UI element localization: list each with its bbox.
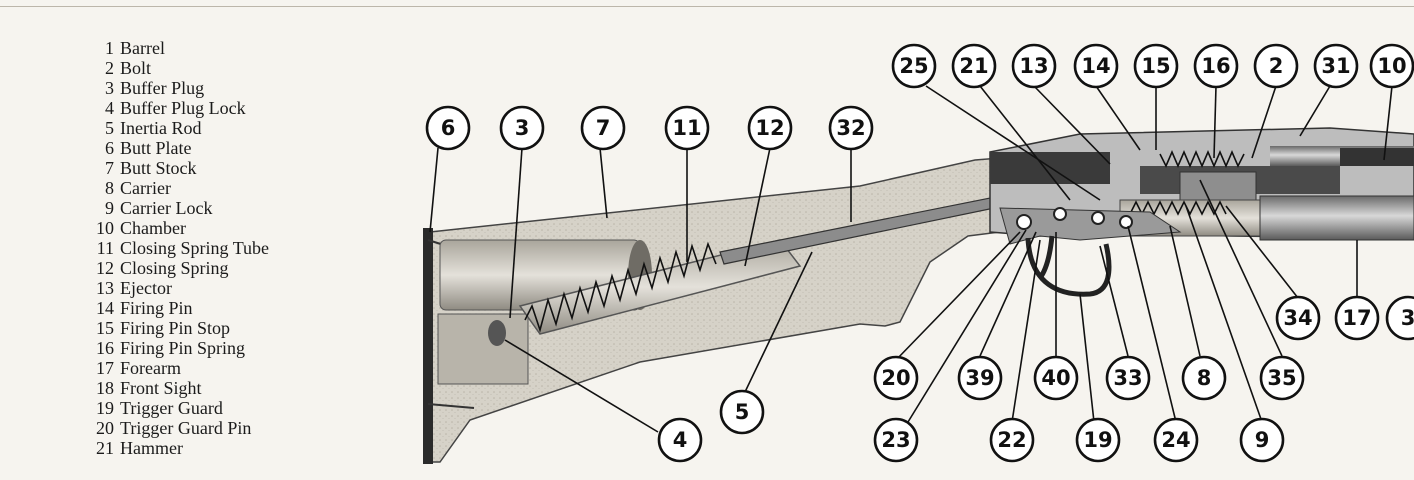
callout-8: 8 — [1181, 355, 1227, 401]
callout-14: 14 — [1073, 43, 1119, 89]
callout-7: 7 — [580, 105, 626, 151]
callout-22: 22 — [989, 417, 1035, 463]
svg-text:23: 23 — [881, 428, 910, 452]
callout-23: 23 — [873, 417, 919, 463]
svg-text:4: 4 — [673, 428, 688, 452]
svg-text:25: 25 — [899, 54, 928, 78]
svg-text:17: 17 — [1342, 306, 1371, 330]
callout-12: 12 — [747, 105, 793, 151]
callout-6: 6 — [425, 105, 471, 151]
forearm-magazine — [1119, 195, 1414, 241]
svg-text:15: 15 — [1141, 54, 1170, 78]
callout-35: 35 — [1259, 355, 1305, 401]
svg-text:13: 13 — [1019, 54, 1048, 78]
callout-21: 21 — [951, 43, 997, 89]
callout-24: 24 — [1153, 417, 1199, 463]
svg-text:33: 33 — [1113, 366, 1142, 390]
stock-lower-cavity — [437, 313, 529, 385]
svg-text:6: 6 — [441, 116, 456, 140]
svg-text:3: 3 — [515, 116, 530, 140]
svg-text:14: 14 — [1081, 54, 1110, 78]
svg-text:12: 12 — [755, 116, 784, 140]
svg-text:21: 21 — [959, 54, 988, 78]
callout-40: 40 — [1033, 355, 1079, 401]
callout-33: 33 — [1105, 355, 1151, 401]
firing-pin-spring — [1159, 149, 1245, 169]
callout-10: 10 — [1369, 43, 1414, 89]
top-border-rule — [0, 6, 1414, 7]
callout-31: 31 — [1313, 43, 1359, 89]
svg-text:20: 20 — [881, 366, 910, 390]
svg-text:22: 22 — [997, 428, 1026, 452]
svg-text:7: 7 — [596, 116, 611, 140]
callout-34: 34 — [1275, 295, 1321, 341]
svg-text:32: 32 — [836, 116, 865, 140]
svg-text:11: 11 — [672, 116, 701, 140]
callout-17: 17 — [1334, 295, 1380, 341]
callout-20: 20 — [873, 355, 919, 401]
callout-9: 9 — [1239, 417, 1285, 463]
callout-3-right: 3 — [1385, 295, 1414, 341]
svg-text:16: 16 — [1201, 54, 1230, 78]
svg-text:19: 19 — [1083, 428, 1112, 452]
svg-text:2: 2 — [1269, 54, 1284, 78]
callout-15: 15 — [1133, 43, 1179, 89]
closing-spring-tube — [518, 239, 802, 335]
callout-5: 5 — [719, 389, 765, 435]
callout-32: 32 — [828, 105, 874, 151]
svg-text:34: 34 — [1283, 306, 1312, 330]
svg-text:35: 35 — [1267, 366, 1296, 390]
callout-16: 16 — [1193, 43, 1239, 89]
callout-39: 39 — [957, 355, 1003, 401]
closing-spring — [524, 241, 717, 333]
svg-text:39: 39 — [965, 366, 994, 390]
callout-19: 19 — [1075, 417, 1121, 463]
callout-4: 4 — [657, 417, 703, 463]
trigger — [1037, 235, 1055, 280]
callout-25: 25 — [891, 43, 937, 89]
trigger-group — [999, 207, 1182, 245]
svg-text:31: 31 — [1321, 54, 1350, 78]
callout-11: 11 — [664, 105, 710, 151]
leader-lines — [429, 85, 1393, 433]
svg-text:3: 3 — [1401, 306, 1414, 330]
callout-2: 2 — [1253, 43, 1299, 89]
svg-text:5: 5 — [735, 400, 750, 424]
svg-text:9: 9 — [1255, 428, 1270, 452]
trigger-guard — [1025, 237, 1112, 297]
callout-3: 3 — [499, 105, 545, 151]
callout-13: 13 — [1011, 43, 1057, 89]
svg-text:24: 24 — [1161, 428, 1190, 452]
svg-text:40: 40 — [1041, 366, 1070, 390]
butt-plate — [423, 228, 433, 464]
svg-text:8: 8 — [1197, 366, 1212, 390]
svg-text:10: 10 — [1377, 54, 1406, 78]
